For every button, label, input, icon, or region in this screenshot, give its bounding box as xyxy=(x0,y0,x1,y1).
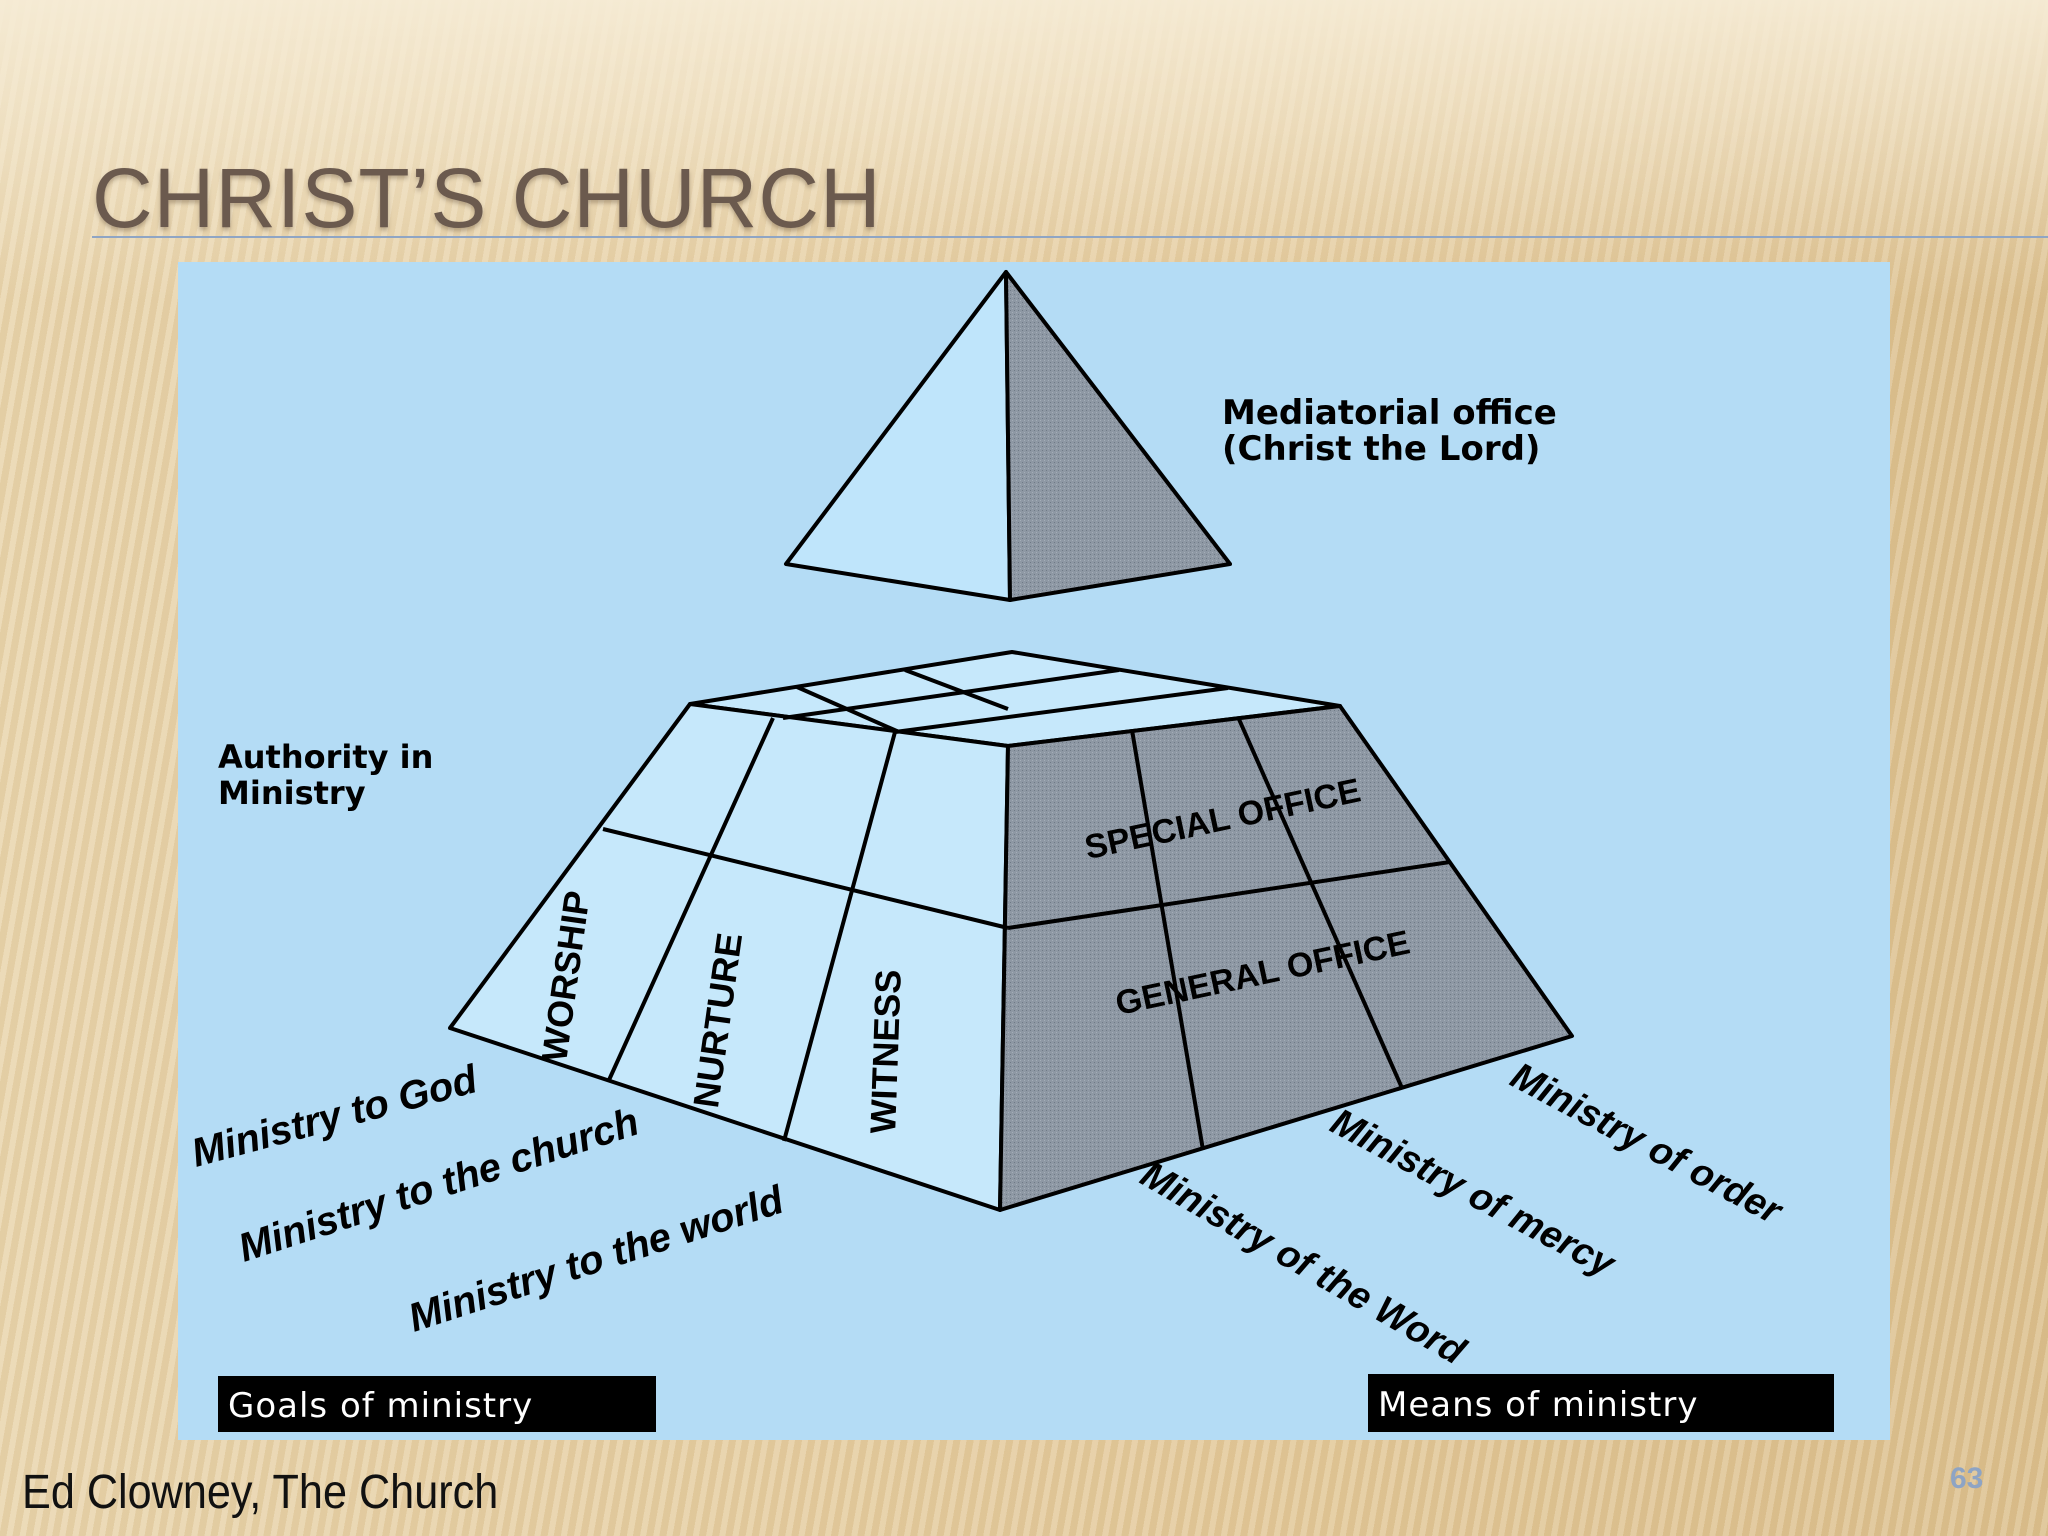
church-pyramid-diagram: Mediatorial office (Christ the Lord) Aut… xyxy=(187,270,1834,1432)
apex-label-line1: Mediatorial office xyxy=(1222,393,1557,433)
authority-label-line1: Authority in xyxy=(218,738,433,776)
goals-box: Goals of ministry xyxy=(218,1376,656,1432)
apex-label-line2: (Christ the Lord) xyxy=(1222,429,1540,469)
slide-title: CHRIST’S CHURCH xyxy=(92,151,882,245)
goals-box-label: Goals of ministry xyxy=(228,1386,533,1426)
left-column-divider xyxy=(607,717,775,1081)
goal-ministry-to-god: Ministry to God xyxy=(187,1057,483,1176)
right-column-divider xyxy=(1236,716,1404,1089)
slide-credit: Ed Clowney, The Church xyxy=(22,1466,499,1519)
right-band-divider xyxy=(1007,860,1451,930)
top-grid-line xyxy=(904,668,1009,711)
top-grid-line xyxy=(894,686,1229,734)
page-number: 63 xyxy=(1950,1462,1984,1495)
apex-pyramid xyxy=(784,270,1232,602)
column-witness: WITNESS xyxy=(862,969,909,1134)
means-box: Means of ministry xyxy=(1368,1374,1834,1432)
means-box-label: Means of ministry xyxy=(1378,1385,1698,1425)
left-horizontal-divider xyxy=(602,827,1009,930)
apex-left-face xyxy=(784,270,1012,602)
apex-right-face xyxy=(1004,270,1232,602)
frustum-right-face xyxy=(998,704,1574,1212)
goal-ministry-to-world: Ministry to the world xyxy=(403,1177,790,1340)
title-underline xyxy=(92,236,2048,238)
frustum xyxy=(448,650,1574,1212)
left-column-divider xyxy=(782,731,897,1142)
authority-label-line2: Ministry xyxy=(218,774,366,812)
right-column-divider xyxy=(1130,729,1205,1151)
top-grid-line xyxy=(782,668,1120,720)
diagram-panel: Mediatorial office (Christ the Lord) Aut… xyxy=(178,262,1890,1440)
means-ministry-of-order: Ministry of order xyxy=(1504,1055,1790,1234)
